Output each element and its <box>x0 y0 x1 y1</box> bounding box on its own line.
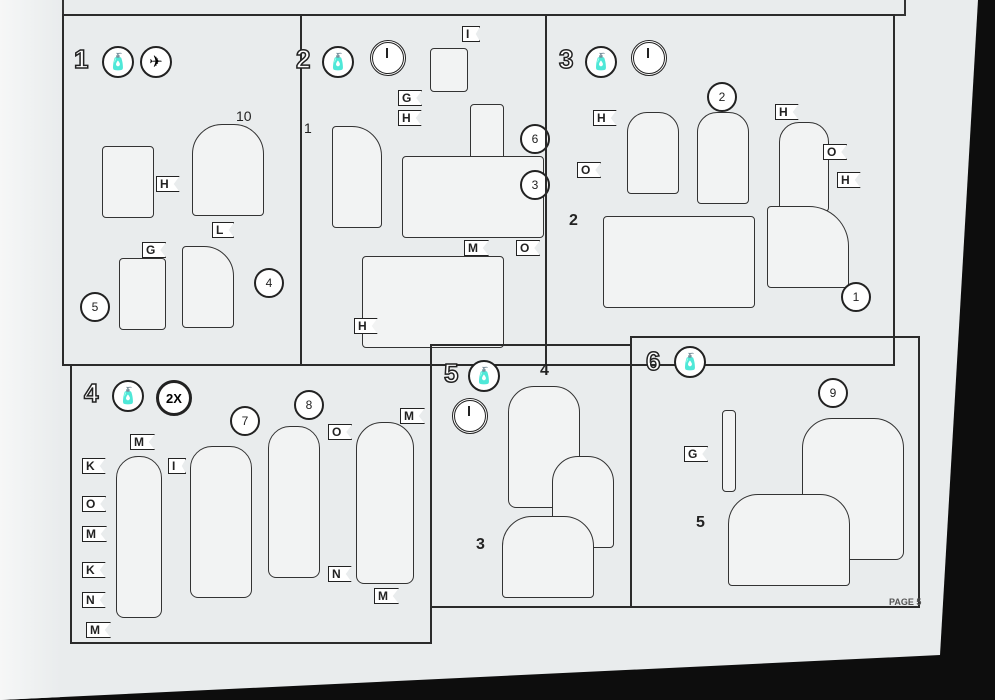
glue-icon: 🧴 <box>112 380 144 412</box>
clock-icon <box>452 398 488 434</box>
step-1-panel: 1 🧴 ✈ 10 H L G 5 4 <box>62 14 302 366</box>
step-number: 6 <box>645 345 661 377</box>
color-tag: M <box>86 622 111 638</box>
part-callout: 8 <box>294 390 324 420</box>
color-tag: M <box>400 408 425 424</box>
color-tag: H <box>837 172 861 188</box>
color-tag: O <box>823 144 848 160</box>
color-tag: M <box>130 434 155 450</box>
pilot-figure <box>116 456 162 618</box>
part-number: 5 <box>696 514 705 531</box>
glue-icon: 🧴 <box>322 46 354 78</box>
part-number: 10 <box>236 108 252 124</box>
armor-plate-part <box>470 104 504 164</box>
bulkhead-part <box>182 246 234 328</box>
quantity-badge: 2X <box>156 380 192 416</box>
color-tag: M <box>82 526 107 542</box>
page-number-label: PAGE 5 <box>889 597 922 607</box>
part-callout: 7 <box>230 406 260 436</box>
color-tag: K <box>82 562 106 578</box>
glue-icon: 🧴 <box>468 360 500 392</box>
page-shadow <box>0 0 60 700</box>
color-tag: H <box>593 110 617 126</box>
seat-assembly-part <box>767 206 849 288</box>
part-callout: 2 <box>707 82 737 112</box>
console-part <box>102 146 154 218</box>
step-number: 2 <box>295 43 311 75</box>
clock-icon <box>631 40 667 76</box>
part-number: 4 <box>540 362 549 379</box>
part-callout: 1 <box>841 282 871 312</box>
color-tag: L <box>212 222 235 238</box>
color-tag: K <box>82 458 106 474</box>
step-number: 4 <box>83 377 99 409</box>
color-tag: H <box>156 176 180 192</box>
color-tag: G <box>684 446 709 462</box>
step-6-panel: 6 🧴 9 G 5 <box>630 336 920 608</box>
step-4-panel: 4 🧴 2X 7 8 M K I O M K N M O M N M <box>70 364 432 644</box>
color-tag: G <box>398 90 423 106</box>
color-tag: M <box>464 240 489 256</box>
color-tag: I <box>462 26 481 42</box>
color-tag: O <box>328 424 353 440</box>
seated-figure <box>190 446 252 598</box>
color-tag: H <box>398 110 422 126</box>
step-2-panel: 2 🧴 I G H 6 1 3 M O H <box>295 14 550 366</box>
clock-icon <box>370 40 406 76</box>
pilot-back-figure <box>356 422 414 584</box>
glue-icon: 🧴 <box>585 46 617 78</box>
step-number: 5 <box>443 357 459 389</box>
console-part <box>332 126 382 228</box>
control-column-part <box>722 410 736 492</box>
cockpit-tub-part <box>603 216 755 308</box>
step-3-panel: 3 🧴 2 H H O O H 2 1 <box>545 14 895 366</box>
color-tag: M <box>374 588 399 604</box>
color-tag: O <box>82 496 107 512</box>
seat-back-part <box>627 112 679 194</box>
part-callout: 9 <box>818 378 848 408</box>
glue-icon: 🧴 <box>102 46 134 78</box>
cockpit-tub-part <box>728 494 850 586</box>
color-tag: I <box>168 458 187 474</box>
color-tag: N <box>328 566 352 582</box>
radio-part <box>430 48 468 92</box>
glue-icon: 🧴 <box>674 346 706 378</box>
paint-icon: ✈ <box>140 46 172 78</box>
color-tag: H <box>775 104 799 120</box>
color-tag: O <box>577 162 602 178</box>
color-tag: G <box>142 242 167 258</box>
color-tag: N <box>82 592 106 608</box>
cockpit-tub-part <box>502 516 594 598</box>
part-number: 3 <box>476 536 485 553</box>
step-5-panel: 5 🧴 4 3 <box>430 344 632 608</box>
part-number: 1 <box>304 120 312 136</box>
floor-part <box>402 156 544 238</box>
seat-part <box>119 258 166 330</box>
fuselage-side-part <box>362 256 504 348</box>
part-callout: 4 <box>254 268 284 298</box>
instrument-panel-part <box>192 124 264 216</box>
part-callout: 5 <box>80 292 110 322</box>
step-number: 3 <box>558 43 574 75</box>
color-tag: O <box>516 240 541 256</box>
seat-back-part <box>697 112 749 204</box>
seat-part <box>779 122 829 212</box>
part-number: 2 <box>569 212 578 229</box>
seat-cushion-figure <box>268 426 320 578</box>
step-number: 1 <box>73 43 89 75</box>
